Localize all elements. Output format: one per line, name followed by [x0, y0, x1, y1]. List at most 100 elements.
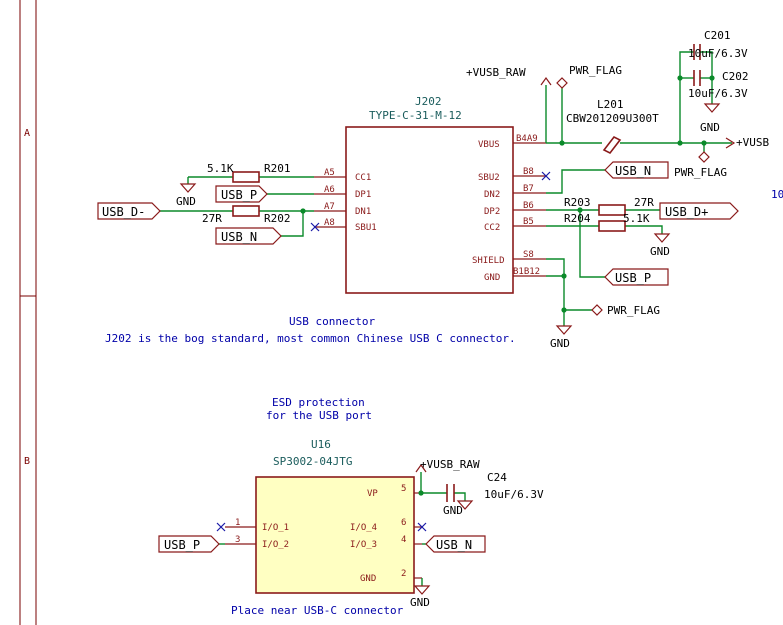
pwr-flag-vbus: PWR_FLAG — [674, 151, 727, 179]
svg-text:USB_D+: USB_D+ — [665, 205, 708, 219]
net-label-usb-dm[interactable]: USB_D- — [97, 202, 161, 220]
svg-text:USB_P: USB_P — [221, 188, 257, 202]
l201-ref: L201 — [597, 98, 624, 111]
gnd-r201: GND — [176, 183, 197, 208]
capacitor-c202[interactable]: C202 10uF/6.3V — [688, 70, 749, 100]
ferrite-l201[interactable]: L201 CBW201209U300T — [566, 98, 659, 155]
esd-pin-name-io1: I/O_1 — [262, 523, 289, 533]
pin-num-a6: A6 — [324, 185, 335, 195]
pin-name-dp2: DP2 — [484, 207, 500, 217]
resistor-r203[interactable]: R203 27R — [564, 196, 654, 216]
net-label-usb-n-left[interactable]: USB_N — [215, 227, 282, 245]
no-connect-markers — [310, 171, 551, 232]
esd-pin-2: 2 — [401, 569, 406, 579]
svg-text:USB_N: USB_N — [436, 538, 472, 552]
svg-text:+VUSB_RAW: +VUSB_RAW — [420, 458, 480, 471]
pwr-flag-gnd: PWR_FLAG — [591, 304, 660, 317]
r202-value: 27R — [202, 212, 222, 225]
capacitor-c24[interactable]: C24 10uF/6.3V — [446, 471, 544, 502]
no-connect-esd — [216, 522, 427, 532]
svg-text:PWR_FLAG: PWR_FLAG — [674, 166, 727, 179]
net-label-usb-p-right[interactable]: USB_P — [604, 268, 669, 286]
svg-text:+VUSB_RAW: +VUSB_RAW — [466, 66, 526, 79]
note-usb-desc: J202 is the bog standard, most common Ch… — [105, 332, 516, 345]
net-label-usb-p-esd[interactable]: USB_P — [158, 535, 220, 553]
esd-pin-4: 4 — [401, 535, 406, 545]
pin-name-dn1: DN1 — [355, 207, 371, 217]
pin-name-dp1: DP1 — [355, 190, 371, 200]
pin-num-vbus: B4A9 — [516, 134, 538, 144]
pin-num-a5: A5 — [324, 168, 335, 178]
pin-name-dn2: DN2 — [484, 190, 500, 200]
frame-row-b: B — [24, 456, 30, 467]
r204-ref: R204 — [564, 212, 591, 225]
note-edge-cut: 10 — [771, 188, 783, 201]
esd-pin-3: 3 — [235, 535, 240, 545]
r203-value: 27R — [634, 196, 654, 209]
c24-value: 10uF/6.3V — [484, 488, 544, 501]
pin-num-b8: B8 — [523, 167, 534, 177]
resistor-r201[interactable]: 5.1K R201 — [207, 162, 291, 183]
esd-pin-name-io3: I/O_3 — [350, 540, 377, 550]
esd-value: SP3002-04JTG — [273, 455, 352, 468]
note-esd-line2: for the USB port — [266, 409, 372, 422]
l201-value: CBW201209U300T — [566, 112, 659, 125]
net-label-usb-dp[interactable]: USB_D+ — [659, 202, 739, 220]
esd-ic-body — [255, 476, 415, 594]
power-vusb-out: +VUSB — [725, 136, 769, 149]
esd-ref: U16 — [311, 438, 331, 451]
c202-value: 10uF/6.3V — [688, 87, 748, 100]
gnd-c24: GND — [443, 500, 474, 517]
esd-pin-6: 6 — [401, 518, 406, 528]
sheet-frame: A B — [19, 0, 37, 625]
pin-num-b5: B5 — [523, 217, 534, 227]
pin-num-s8: S8 — [523, 250, 534, 260]
esd-pin-name-io2: I/O_2 — [262, 540, 289, 550]
capacitor-c201[interactable]: C201 10uF/6.3V — [688, 29, 748, 60]
c202-ref: C202 — [722, 70, 749, 83]
pin-num-b7: B7 — [523, 184, 534, 194]
esd-pin-name-io4: I/O_4 — [350, 523, 377, 533]
esd-pin-1: 1 — [235, 518, 240, 528]
note-usb-title: USB connector — [289, 315, 375, 328]
svg-text:GND: GND — [443, 504, 463, 517]
gnd-c201: GND — [700, 103, 721, 134]
pin-num-b6: B6 — [523, 201, 534, 211]
svg-text:GND: GND — [550, 337, 570, 350]
wires-esd — [219, 472, 466, 586]
esd-pin-5: 5 — [401, 484, 406, 494]
connector-j202[interactable]: J202 TYPE-C-31-M-12 A5 A6 A7 A8 CC1 DP1 … — [314, 95, 546, 294]
gnd-esd: GND — [410, 585, 431, 609]
esd-ic-u16[interactable]: U16 SP3002-04JTG 1 3 5 6 4 2 I/O_1 I/O_2… — [225, 438, 422, 594]
pin-name-cc1: CC1 — [355, 173, 371, 183]
r201-ref: R201 — [264, 162, 291, 175]
c201-value: 10uF/6.3V — [688, 47, 748, 60]
svg-text:USB_N: USB_N — [221, 230, 257, 244]
svg-text:GND: GND — [700, 121, 720, 134]
pin-num-gnd: B1B12 — [513, 267, 540, 277]
svg-text:USB_N: USB_N — [615, 164, 651, 178]
r204-value: 5.1K — [623, 212, 650, 225]
power-vusb-raw-esd: +VUSB_RAW — [415, 458, 480, 473]
pwr-flag-top: PWR_FLAG — [556, 64, 622, 89]
gnd-shield: GND — [550, 325, 573, 350]
r202-ref: R202 — [264, 212, 291, 225]
esd-pin-name-gnd: GND — [360, 574, 376, 584]
esd-pin-name-vp: VP — [367, 489, 378, 499]
resistor-r202[interactable]: 27R R202 — [202, 205, 291, 225]
pin-name-cc2: CC2 — [484, 223, 500, 233]
net-label-usb-p-left[interactable]: USB_P — [215, 185, 268, 203]
net-label-usb-n-esd[interactable]: USB_N — [425, 535, 486, 553]
pin-name-vbus: VBUS — [478, 140, 500, 150]
svg-text:+VUSB: +VUSB — [736, 136, 769, 149]
gnd-r204: GND — [650, 233, 671, 258]
net-label-usb-n-right[interactable]: USB_N — [604, 161, 669, 179]
pin-name-gnd: GND — [484, 273, 500, 283]
svg-text:PWR_FLAG: PWR_FLAG — [607, 304, 660, 317]
svg-text:GND: GND — [650, 245, 670, 258]
r203-ref: R203 — [564, 196, 591, 209]
resistor-r204[interactable]: R204 5.1K — [564, 212, 650, 232]
pin-num-a7: A7 — [324, 202, 335, 212]
wires-usb — [160, 51, 732, 326]
